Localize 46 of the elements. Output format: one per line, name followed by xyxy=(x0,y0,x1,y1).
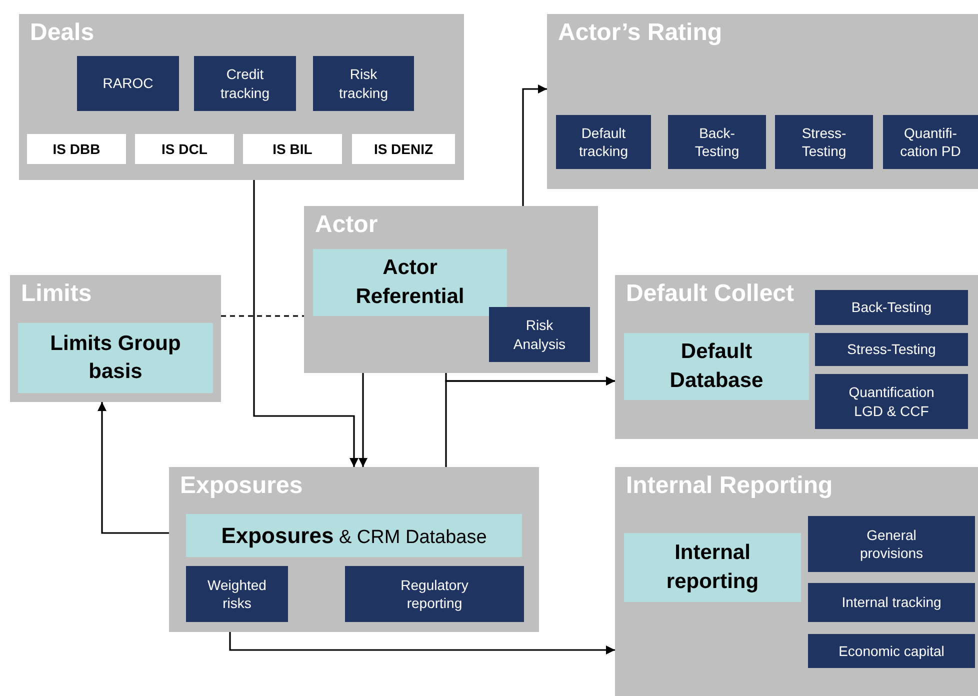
module-box: Weighted risks xyxy=(186,566,288,622)
database-box: Default Database xyxy=(624,333,809,400)
group-title: Actor xyxy=(315,211,378,240)
module-box: Back-Testing xyxy=(815,290,968,325)
module-box: Stress-Testing xyxy=(815,333,968,366)
module-box: Risk tracking xyxy=(313,56,414,111)
module-box: Stress-Testing xyxy=(775,115,873,169)
database-box: Internal reporting xyxy=(624,533,801,602)
module-box: Default tracking xyxy=(556,115,651,169)
system-box: IS DBB xyxy=(27,134,126,164)
module-box: Internal tracking xyxy=(808,583,975,622)
group-title: Exposures xyxy=(180,472,303,501)
group-title: Default Collect xyxy=(626,280,794,309)
database-box: Actor Referential xyxy=(313,249,507,316)
module-box: Risk Analysis xyxy=(489,307,590,362)
arrow xyxy=(522,84,547,206)
arrow xyxy=(98,402,169,534)
module-box: Credit tracking xyxy=(194,56,296,111)
system-box: IS BIL xyxy=(243,134,342,164)
group-panel xyxy=(547,14,978,189)
group-title: Limits xyxy=(21,280,92,309)
dashed-connector xyxy=(221,315,304,317)
group-title: Actor’s Rating xyxy=(558,19,722,48)
module-box: Quantification LGD & CCF xyxy=(815,374,968,429)
database-box: Limits Group basis xyxy=(18,323,213,393)
arrow xyxy=(358,373,368,467)
group-panel xyxy=(304,206,598,373)
group-title: Internal Reporting xyxy=(626,472,833,501)
database-box: Exposures & CRM Database xyxy=(186,514,522,557)
group-title: Deals xyxy=(30,19,94,48)
group-panel xyxy=(615,467,978,696)
system-box: IS DCL xyxy=(135,134,234,164)
system-box: IS DENIZ xyxy=(352,134,455,164)
arrow xyxy=(445,376,615,467)
module-box: RAROC xyxy=(77,56,179,111)
group-panel xyxy=(169,467,539,632)
module-box: Quantifi-cation PD xyxy=(883,115,978,169)
module-box: Back-Testing xyxy=(668,115,766,169)
module-box: Regulatory reporting xyxy=(345,566,524,622)
module-box: General provisions xyxy=(808,516,975,572)
group-panel xyxy=(10,275,221,402)
arrow xyxy=(253,180,358,467)
module-box: Economic capital xyxy=(808,634,975,668)
group-panel xyxy=(615,275,978,439)
arrow xyxy=(229,632,615,654)
group-panel xyxy=(19,14,464,180)
